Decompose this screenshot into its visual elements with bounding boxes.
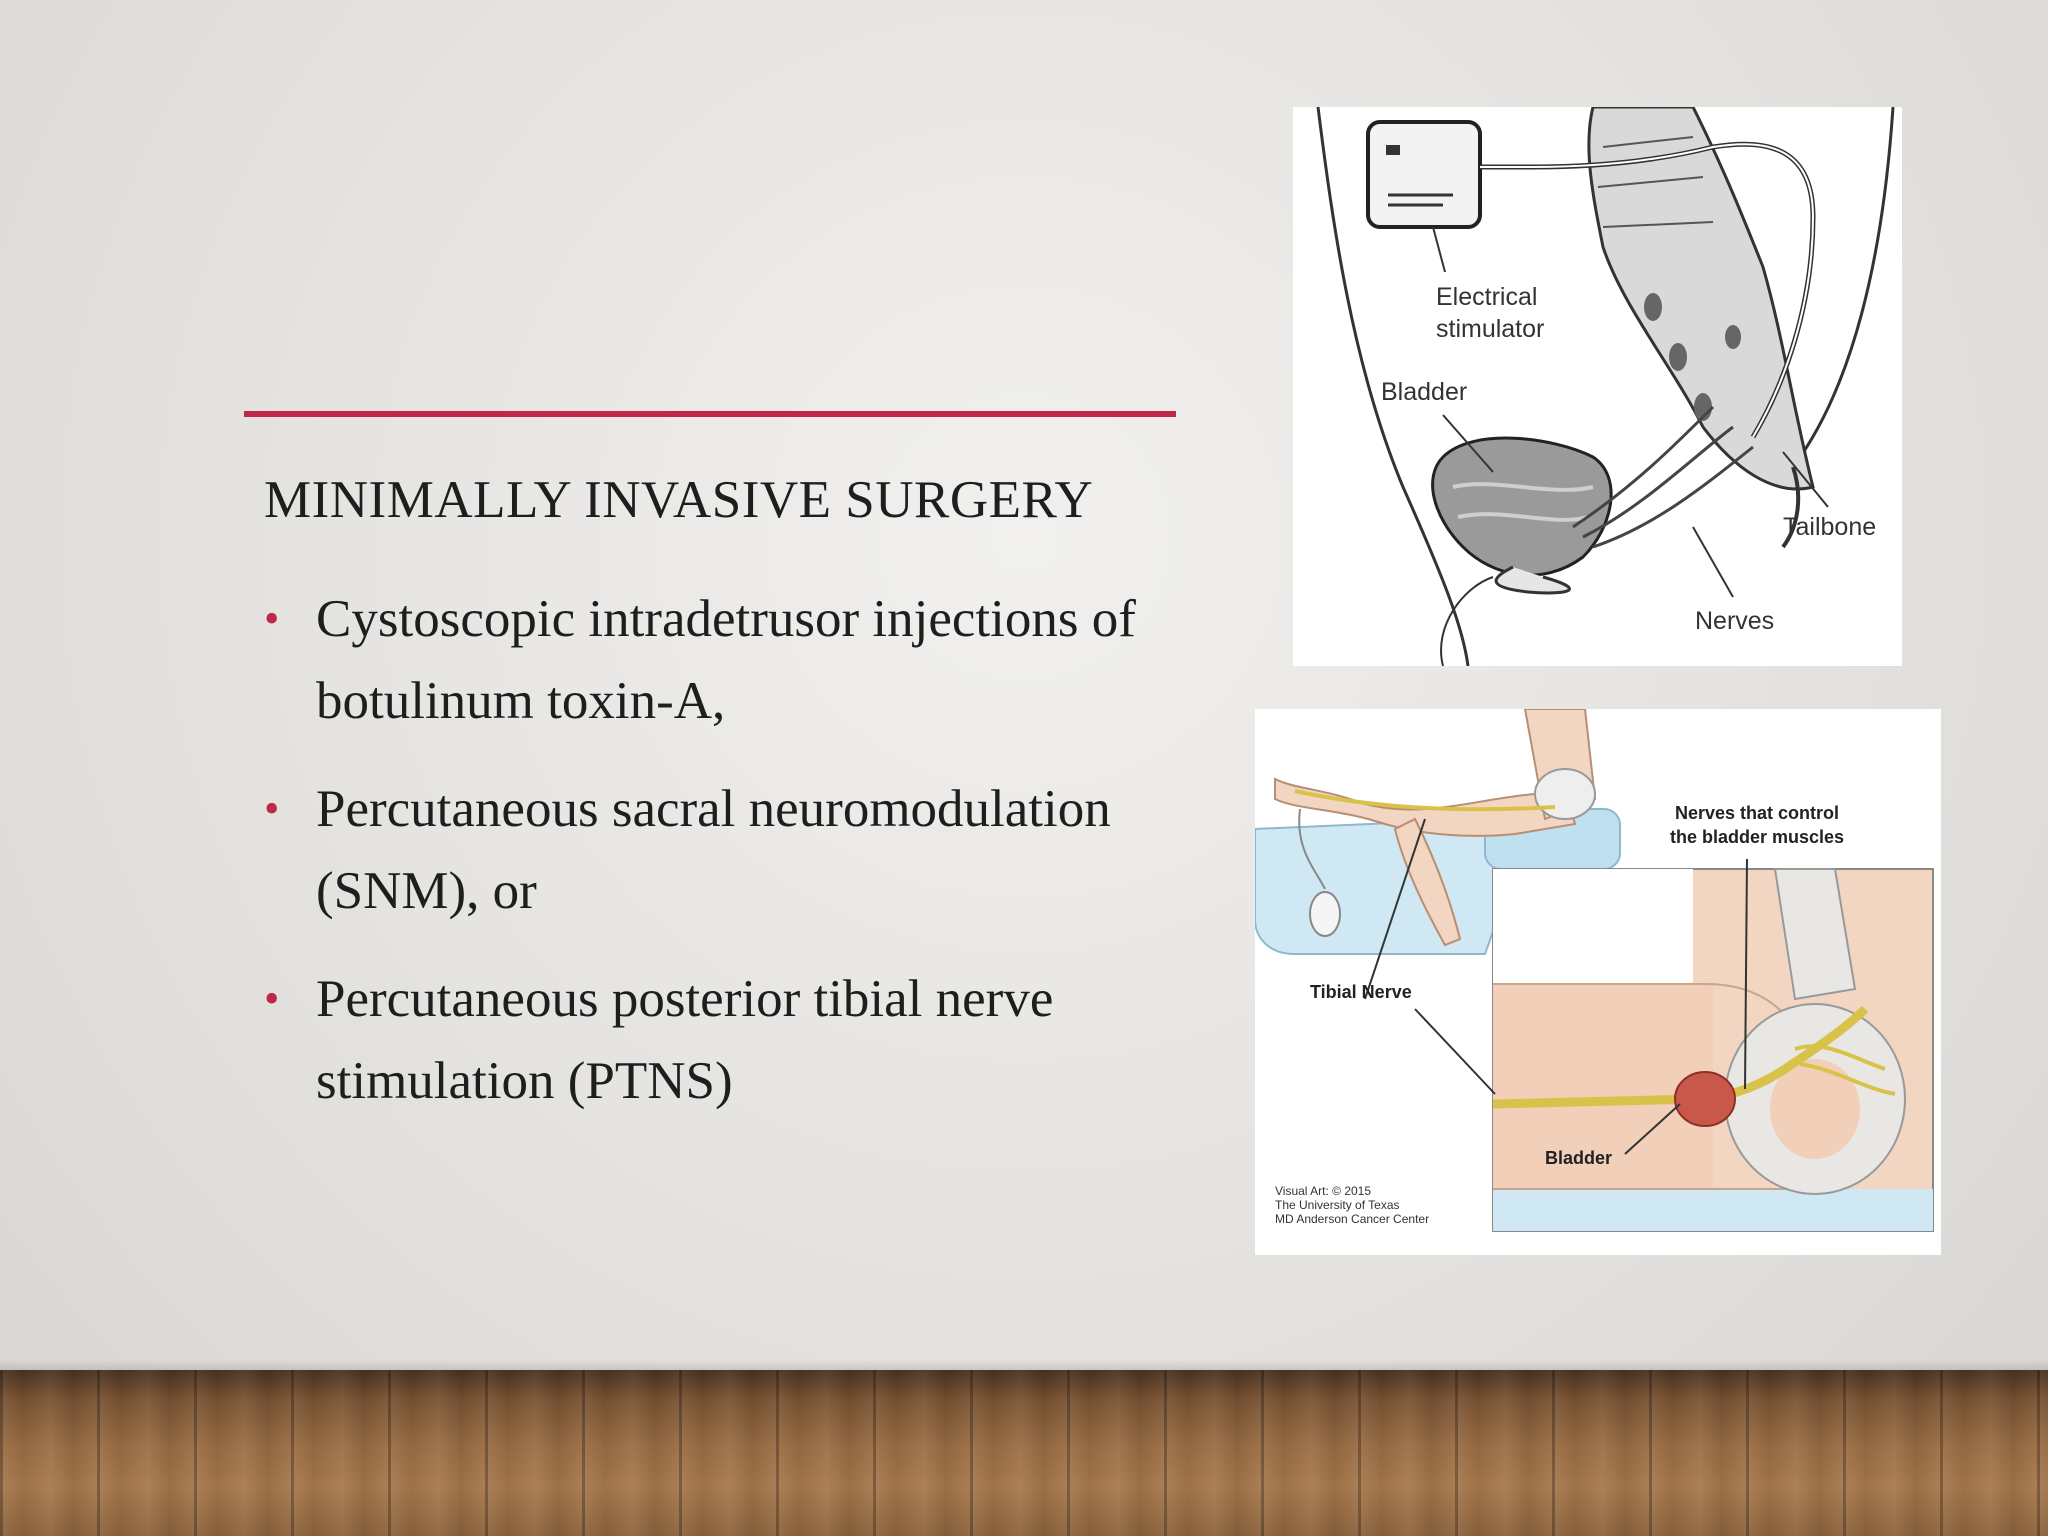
bullet-dot-icon: • (264, 974, 280, 1023)
stimulator-device (1366, 120, 1482, 229)
sacral-stimulator-illustration: Electrical stimulator Bladder Tailbone N… (1293, 107, 1902, 666)
label-nerves: Nerves (1695, 607, 1774, 635)
label-electrical: Electrical (1436, 283, 1537, 311)
bullet-item-snm: • Percutaneous sacral neuromodulation (S… (264, 768, 1164, 932)
sacrum-shape (1587, 107, 1815, 491)
credit-line-1: Visual Art: © 2015 (1275, 1184, 1371, 1198)
bladder-organ (1674, 1071, 1736, 1127)
slide-title: MINIMALLY INVASIVE SURGERY (264, 471, 1094, 529)
tibial-nerve-illustration: Nerves that control the bladder muscles … (1255, 709, 1941, 1255)
bladder-shape (1431, 436, 1613, 577)
label-tailbone: Tailbone (1783, 513, 1876, 541)
label-bladder: Bladder (1545, 1148, 1612, 1168)
bullet-text: Percutaneous sacral neuromodulation (SNM… (316, 780, 1111, 920)
label-tibial-nerve: Tibial Nerve (1310, 982, 1412, 1002)
title-accent-rule (244, 411, 1176, 417)
bullet-dot-icon: • (264, 594, 280, 643)
label-nerves-control: Nerves that control (1675, 803, 1839, 823)
bullet-dot-icon: • (264, 784, 280, 833)
credit-line-2: The University of Texas (1275, 1198, 1400, 1212)
sacral-illustration-svg: Electrical stimulator Bladder Tailbone N… (1293, 107, 1902, 666)
bullet-list: • Cystoscopic intradetrusor injections o… (264, 578, 1164, 1148)
label-bladder: Bladder (1381, 378, 1467, 406)
bullet-item-botox: • Cystoscopic intradetrusor injections o… (264, 578, 1164, 742)
label-bladder-muscles: the bladder muscles (1670, 827, 1844, 847)
tibial-illustration-svg: Nerves that control the bladder muscles … (1255, 709, 1941, 1255)
credit-line-3: MD Anderson Cancer Center (1275, 1212, 1429, 1226)
wooden-floor (0, 1370, 2048, 1536)
label-stimulator: stimulator (1436, 315, 1544, 343)
bullet-item-ptns: • Percutaneous posterior tibial nerve st… (264, 958, 1164, 1122)
bullet-text: Percutaneous posterior tibial nerve stim… (316, 970, 1054, 1110)
bullet-text: Cystoscopic intradetrusor injections of … (316, 590, 1136, 730)
